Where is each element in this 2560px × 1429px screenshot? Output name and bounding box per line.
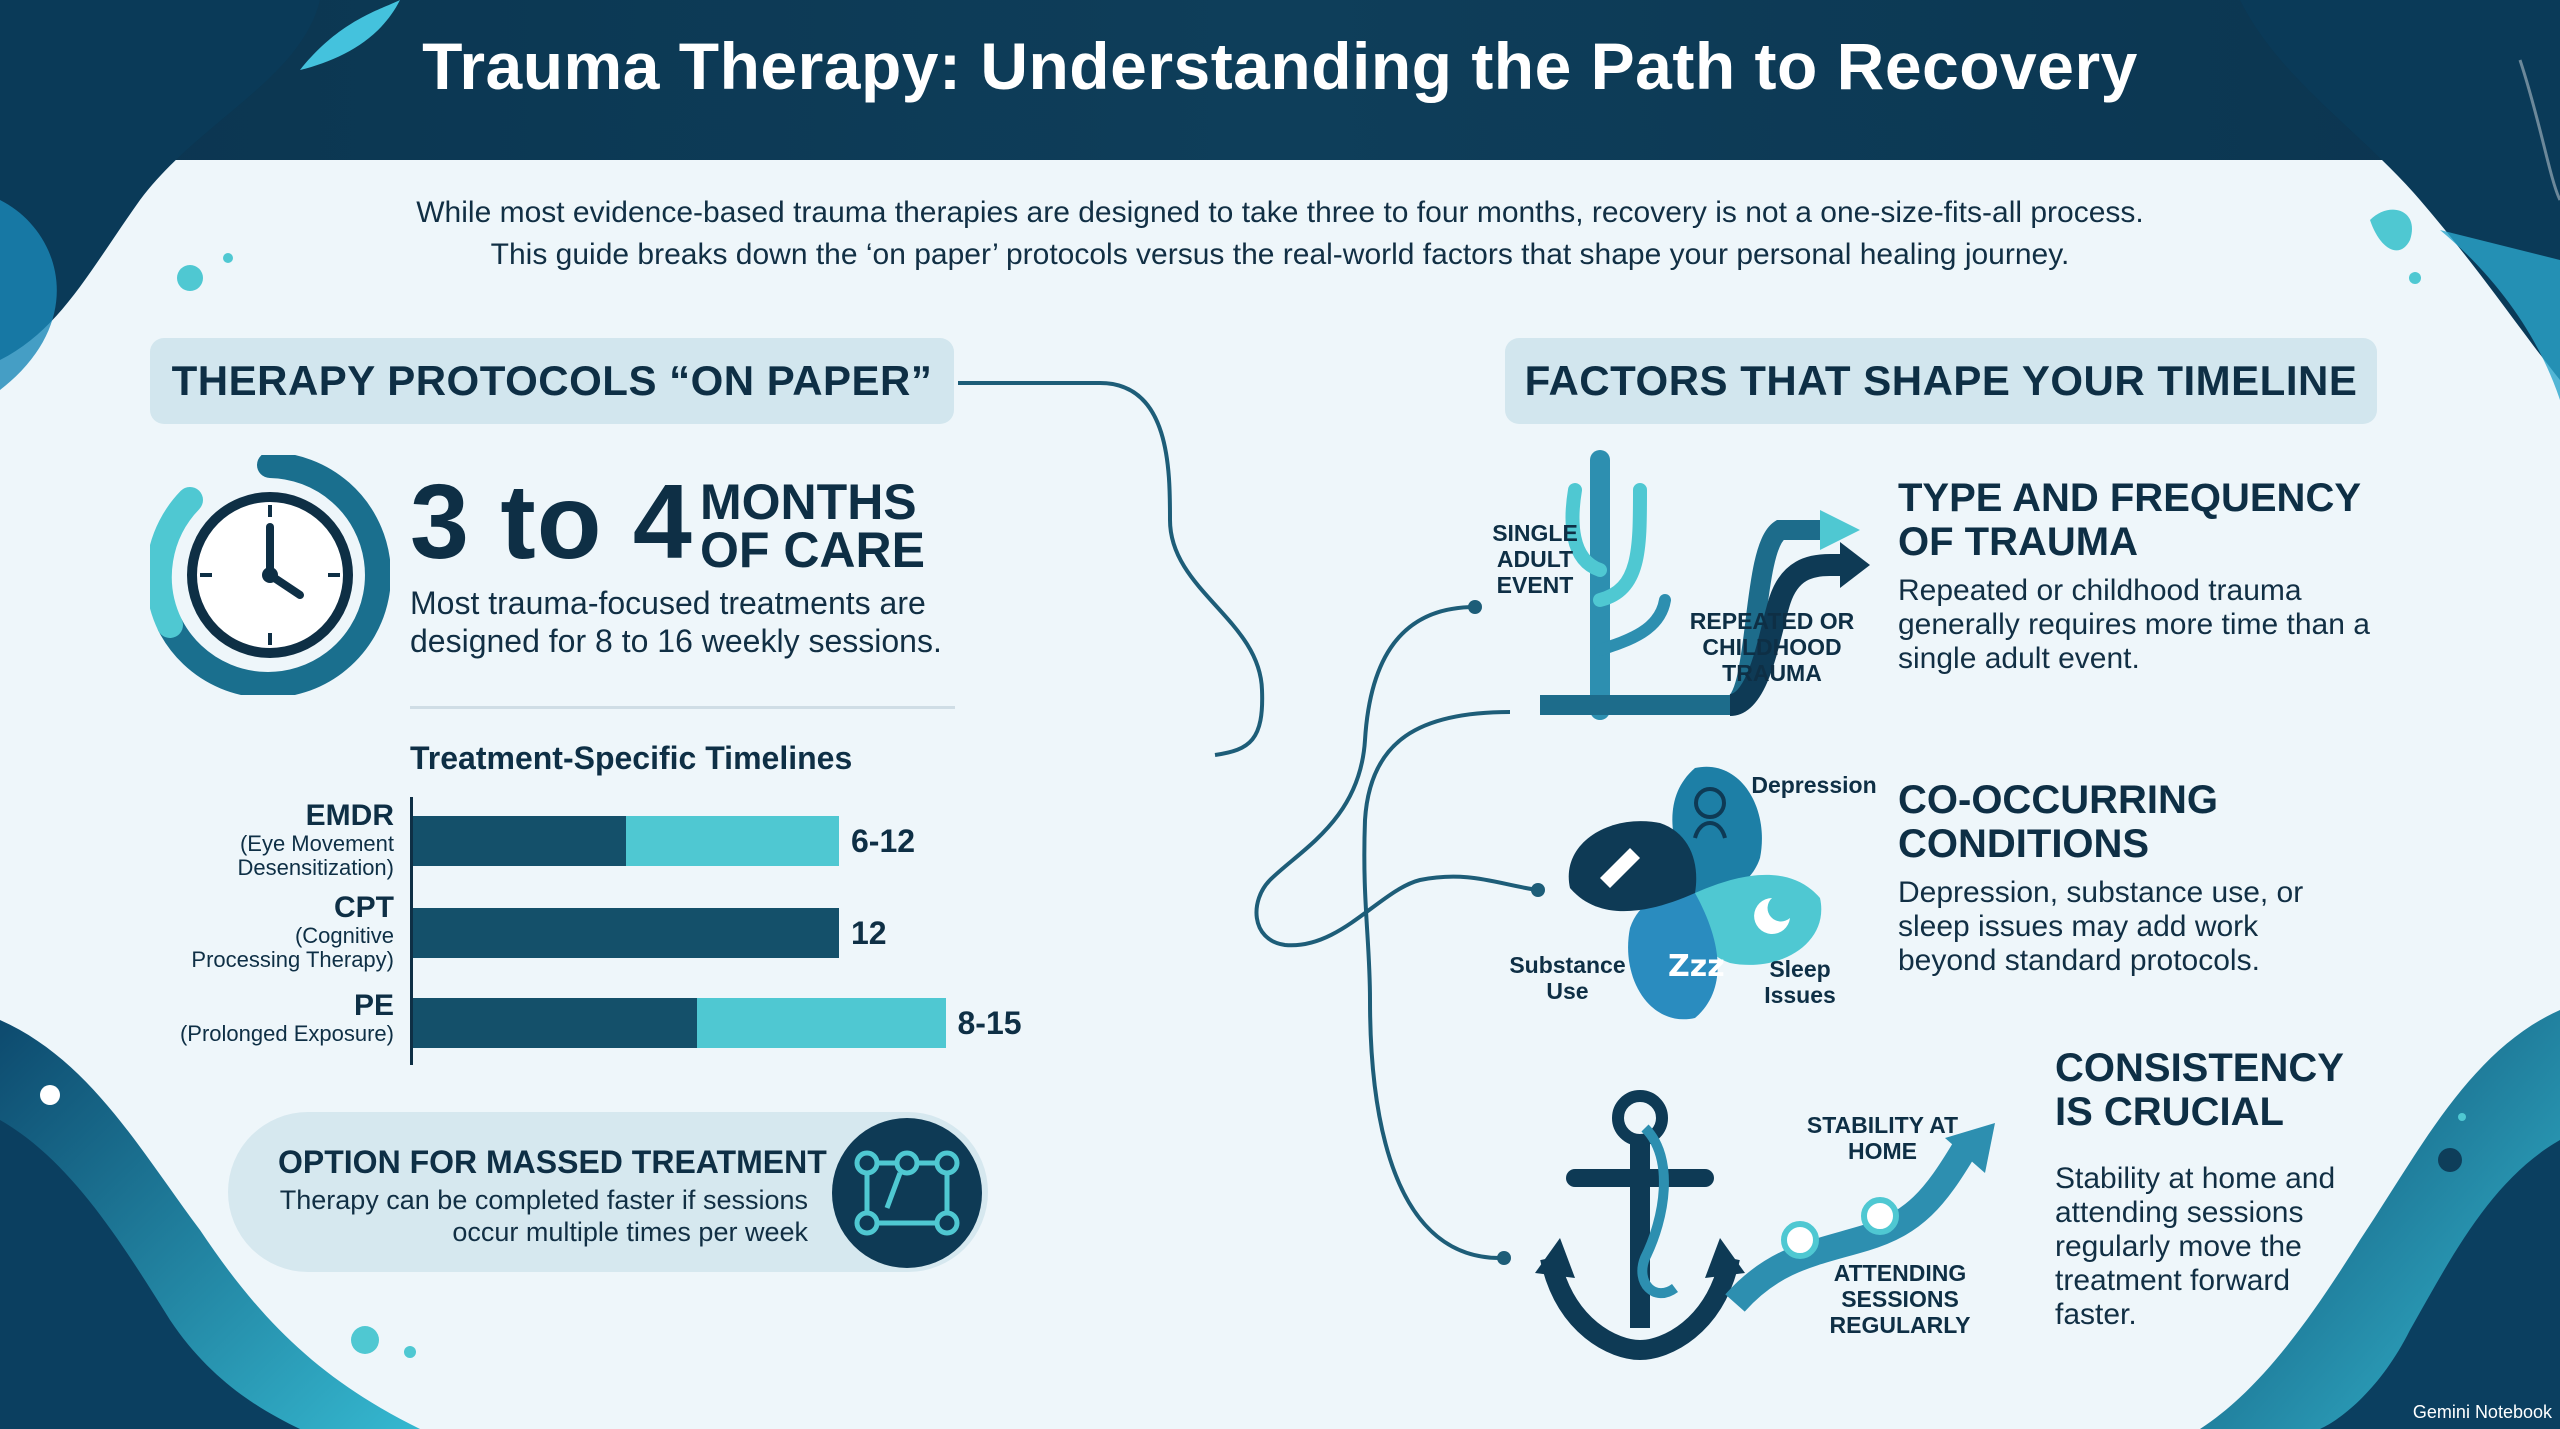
- factor3-title-line2: IS CRUCIAL: [2055, 1090, 2284, 1134]
- factor3-text: Stability at home and attending sessions…: [2055, 1162, 2336, 1331]
- intro-line-2: This guide breaks down the ‘on paper’ pr…: [490, 238, 2070, 271]
- treatment-label-pe: PE (Prolonged Exposure): [180, 990, 394, 1046]
- treatment-name: EMDR: [305, 799, 394, 832]
- bar-value-cpt: 12: [851, 915, 887, 951]
- bar-value-emdr: 6-12: [851, 823, 916, 859]
- label-depression: Depression: [1751, 772, 1877, 798]
- treatment-sub: (Prolonged Exposure): [179, 1021, 394, 1046]
- big-number: 3 to 4: [410, 463, 693, 581]
- massed-title: OPTION FOR MASSED TREATMENT: [278, 1144, 827, 1180]
- anchor-growth-icon: [1535, 1090, 1995, 1361]
- factor1-title: TYPE AND FREQUENCY OF TRAUMA: [1898, 476, 2458, 564]
- left-section-title: THERAPY PROTOCOLS “ON PAPER”: [150, 338, 954, 424]
- treatment-sub: Processing Therapy): [191, 947, 394, 972]
- months-line-2: OF CARE: [700, 522, 925, 578]
- factor3-title: CONSISTENCY IS CRUCIAL: [2055, 1046, 2375, 1134]
- factor2-text: Depression, substance use, or sleep issu…: [1898, 876, 2304, 977]
- treatment-label-cpt: CPT (Cognitive Processing Therapy): [191, 892, 394, 972]
- co-occurring-pinwheel-icon: Zzz: [1568, 766, 1822, 1020]
- factor3-title-line1: CONSISTENCY: [2055, 1046, 2344, 1090]
- months-of-care: MONTHS OF CARE: [700, 474, 960, 578]
- sessions-text: Most trauma-focused treatments are desig…: [410, 585, 942, 659]
- treatment-sub: (Eye Movement: [239, 831, 394, 856]
- page-title: Trauma Therapy: Understanding the Path t…: [422, 29, 2138, 103]
- bar-min-segment: [413, 816, 626, 866]
- treatment-sub: Desensitization): [237, 855, 394, 880]
- timeline-axis: [410, 797, 413, 1065]
- divider: [410, 706, 955, 709]
- factor2-title: CO-OCCURRING CONDITIONS: [1898, 778, 2318, 866]
- treatment-name: PE: [353, 989, 394, 1022]
- label-repeated-childhood: REPEATED OR CHILDHOOD TRAUMA: [1689, 608, 1855, 686]
- timelines-title: Treatment-Specific Timelines: [410, 740, 853, 776]
- factor2-title-line1: CO-OCCURRING: [1898, 778, 2218, 822]
- label-sleep-issues: Sleep Issues: [1764, 956, 1836, 1008]
- treatment-sub: (Cognitive: [294, 923, 394, 948]
- bar-range-segment: [626, 816, 839, 866]
- timeline-bar-pe: [413, 998, 946, 1048]
- massed-text: Therapy can be completed faster if sessi…: [279, 1185, 808, 1247]
- label-stability-at-home: STABILITY AT HOME: [1806, 1112, 1959, 1164]
- bar-min-segment: [413, 908, 839, 958]
- label-substance-use: Substance Use: [1509, 952, 1626, 1004]
- factor2-title-line2: CONDITIONS: [1898, 822, 2150, 866]
- bar-min-segment: [413, 998, 697, 1048]
- timeline-bar-emdr: [413, 816, 839, 866]
- label-single-adult-event: SINGLE ADULT EVENT: [1492, 520, 1578, 598]
- credit-text: Gemini Notebook: [2412, 1402, 2552, 1422]
- treatment-label-emdr: EMDR (Eye Movement Desensitization): [237, 800, 394, 880]
- intro-line-1: While most evidence-based trauma therapi…: [416, 196, 2144, 229]
- treatment-name: CPT: [334, 891, 394, 924]
- clock-icon: [150, 455, 390, 695]
- label-attending-sessions: ATTENDING SESSIONS REGULARLY: [1829, 1260, 1971, 1338]
- factor1-title-line2: OF TRAUMA: [1898, 520, 2138, 564]
- branching-paths-icon: [1540, 450, 1870, 720]
- timeline-bar-cpt: [413, 908, 839, 958]
- factor1-text: Repeated or childhood trauma generally r…: [1898, 574, 2370, 675]
- factor1-title-line1: TYPE AND FREQUENCY: [1898, 476, 2362, 520]
- network-flow-icon: [832, 1118, 982, 1268]
- bar-range-segment: [697, 998, 946, 1048]
- bar-value-pe: 8-15: [957, 1005, 1022, 1041]
- right-section-title: FACTORS THAT SHAPE YOUR TIMELINE: [1505, 338, 2377, 424]
- svg-text:Zzz: Zzz: [1668, 949, 1725, 984]
- intro-text: While most evidence-based trauma therapi…: [200, 192, 2360, 276]
- months-line-1: MONTHS: [700, 474, 917, 530]
